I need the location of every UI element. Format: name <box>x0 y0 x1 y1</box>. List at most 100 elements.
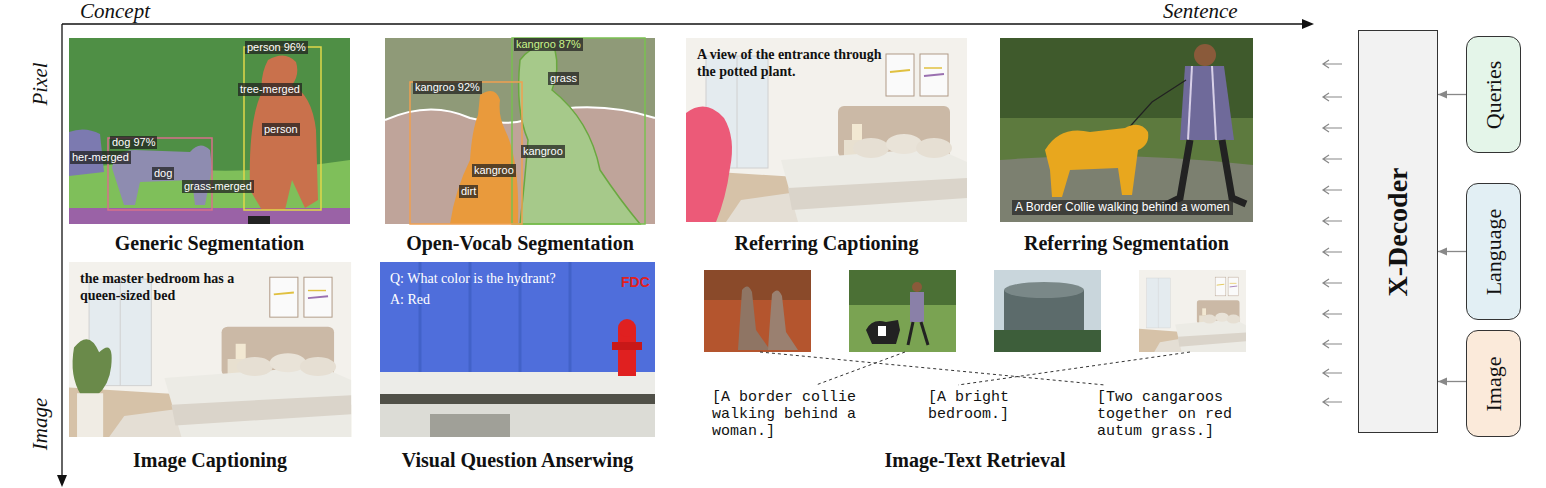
matching-lines <box>760 352 1190 385</box>
scene-shape <box>1323 217 1342 225</box>
box-label: X-Decoder <box>1382 167 1414 296</box>
scene-shape <box>57 475 67 487</box>
axis-label: Pixel <box>29 62 51 105</box>
scene-shape <box>380 372 655 394</box>
overlay-caption: the master bedroom has a queen-sized bed <box>80 270 245 304</box>
scene-shape <box>912 282 922 292</box>
scene-shape <box>1222 140 1246 204</box>
scene-shape <box>385 38 655 224</box>
scene-shape <box>849 270 956 305</box>
scene-shape <box>1188 66 1192 140</box>
scene-shape <box>250 55 318 210</box>
scene-shape <box>1323 310 1342 318</box>
input-pill: Image <box>1466 330 1521 437</box>
mask-tag: kangroo 92% <box>413 81 482 94</box>
scene-shape <box>908 322 913 345</box>
mask-tag: dog 97% <box>110 136 157 149</box>
open-vocab-photo <box>385 38 655 224</box>
retrieval-text: [Two cangaroos together on red autum gra… <box>1097 389 1237 440</box>
scene-shape <box>1180 66 1234 140</box>
referring-phrase: A Border Collie walking behind a women <box>1012 200 1233 215</box>
scene-shape <box>519 47 640 224</box>
scene-shape <box>1323 60 1342 68</box>
scene-shape <box>569 262 572 372</box>
axis-label: Sentence <box>1163 0 1238 22</box>
scene-shape <box>450 91 518 224</box>
qa-text: A: Red <box>390 291 430 308</box>
input-pill: Language <box>1466 183 1521 320</box>
scene-shape <box>244 47 321 210</box>
task-caption: Image Captioning <box>29 448 391 472</box>
box-label: Queries <box>1481 60 1507 128</box>
scene-shape <box>849 270 956 352</box>
scene-shape <box>686 107 732 222</box>
task-panel: Referring Segmentation <box>1000 38 1253 255</box>
box-label: Image <box>1481 356 1507 411</box>
scene-shape <box>69 38 350 224</box>
scene-shape <box>73 339 112 395</box>
park-photo <box>1000 38 1253 222</box>
task-caption: Generic Segmentation <box>29 231 390 255</box>
mask-tag: dog <box>152 167 174 180</box>
scene-shape <box>704 270 811 300</box>
scene-shape <box>910 292 924 322</box>
qa-text: Q: What color is the hydrant? <box>390 270 556 287</box>
input-pill: Queries <box>1466 36 1521 153</box>
mask-tag: kangroo <box>472 164 516 177</box>
scene-shape <box>994 330 1101 352</box>
scene-shape <box>760 352 1105 385</box>
scene-shape <box>1323 124 1342 132</box>
scene-shape <box>410 82 522 224</box>
input-arrow <box>1438 251 1466 252</box>
decoder-box: X-Decoder <box>1358 30 1438 433</box>
mask-tag: tree-merged <box>238 83 302 96</box>
scene-shape <box>1045 125 1148 197</box>
input-arrow <box>1438 381 1466 382</box>
scene-shape <box>62 23 1305 24</box>
scene-shape <box>878 326 886 336</box>
scene-shape <box>1139 270 1246 352</box>
scene-shape <box>1323 369 1342 377</box>
box-label: Language <box>1481 208 1507 295</box>
sign-text: FDC <box>621 274 650 291</box>
mask-tag: person 96% <box>245 41 308 54</box>
kangaroo-photo <box>704 270 811 352</box>
scene-shape <box>248 216 270 224</box>
scene-shape <box>1323 93 1342 101</box>
task-panel: Open-Vocab Segmentation <box>385 38 655 255</box>
generic-seg-photo <box>69 38 350 224</box>
scene-shape <box>380 262 655 372</box>
axis-label: Concept <box>80 0 150 22</box>
scene-shape <box>738 286 770 350</box>
task-panel: Image-Text Retrieval <box>704 270 1246 472</box>
scene-shape <box>1004 282 1084 298</box>
scene-shape <box>430 414 510 437</box>
retrieval-text: [A bright bedroom.] <box>928 389 1028 423</box>
scene-shape <box>1323 279 1342 287</box>
scene-shape <box>1323 398 1342 406</box>
bedroom-photo <box>686 38 967 222</box>
axis-label: Image <box>29 398 51 450</box>
scene-shape <box>816 352 905 385</box>
scene-shape <box>1125 80 1186 132</box>
task-caption: Open-Vocab Segmentation <box>345 231 695 255</box>
mask-tag: kangroo <box>521 145 565 158</box>
mask-tag: kangroo 87% <box>514 38 583 51</box>
scene-shape <box>512 38 645 224</box>
scene-shape <box>704 270 811 352</box>
scene-shape <box>768 290 798 350</box>
task-caption: Referring Segmentation <box>960 231 1293 255</box>
task-caption: Image-Text Retrieval <box>664 448 1286 472</box>
scene-shape <box>866 320 900 344</box>
hydrant-photo <box>380 262 655 437</box>
mask-tag: person <box>262 123 300 136</box>
scene-shape <box>77 393 103 437</box>
scene-shape <box>618 319 636 337</box>
scene-shape <box>958 352 1190 385</box>
mask-tag: grass-merged <box>182 180 254 193</box>
scene-shape <box>69 262 351 437</box>
scene-shape <box>612 342 642 350</box>
scene-shape <box>61 24 62 478</box>
